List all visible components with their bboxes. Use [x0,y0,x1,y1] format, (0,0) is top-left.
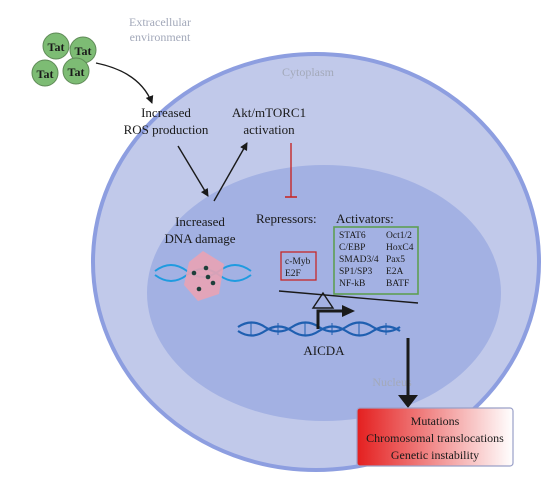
tat-particle-icon: Tat [69,36,97,64]
akt-label-line1: Akt/mTORC1 [232,105,306,120]
ros-to-dna-damage-arrow [177,145,209,197]
svg-text:Tat: Tat [37,67,54,81]
ros-label-line1: Increased [141,105,191,120]
svg-text:Tat: Tat [68,65,85,79]
extracellular-label: Extracellular [129,15,191,29]
activator-item: STAT6 [339,231,366,241]
activator-item: C/EBP [339,243,365,253]
tat-particle-icon: Tat [31,59,59,87]
tat-particle-icon: Tat [42,32,70,60]
tat-to-ros-arrow [95,62,154,104]
tat-particle-icon: Tat [62,57,90,85]
aicda-to-outcomes-arrowhead [398,395,418,408]
repressors-title: Repressors: [256,211,317,226]
aicda-gene-label: AICDA [303,343,345,358]
activators-box [333,226,419,295]
nucleus-label: Nucleus [372,375,412,389]
activator-item: SMAD3/4 [339,255,379,265]
nucleus [147,165,501,421]
activator-item: SP1/SP3 [339,267,373,277]
activator-item: Pax5 [386,255,405,265]
activators-title: Activators: [336,211,394,226]
cytoplasm-label: Cytoplasm [282,65,335,79]
activator-item: E2A [386,267,404,277]
repressor-item: E2F [285,269,301,279]
activator-item: Oct1/2 [386,231,412,241]
outcome-mutations: Mutations [411,414,460,428]
repressor-item: c-Myb [285,257,311,267]
outcomes-box [356,407,514,467]
svg-text:Tat: Tat [75,44,92,58]
dna-damage-to-akt-arrow [213,142,248,202]
ros-label-line2: ROS production [124,122,209,137]
inhibition-bar-icon [285,143,297,198]
activator-item: NF-kB [339,279,365,289]
promoter-arrow-icon [316,305,355,329]
outcome-translocations: Chromosomal translocations [366,431,504,445]
damaged-dna-icon [154,251,252,301]
regulation-balance-icon [278,290,419,309]
activator-item: BATF [386,279,409,289]
activator-item: HoxC4 [386,243,414,253]
svg-text:Tat: Tat [48,40,65,54]
repressors-box [280,251,317,281]
dna-damage-label-line1: Increased [175,214,225,229]
outcome-instability: Genetic instability [391,448,479,462]
environment-label: environment [130,30,191,44]
akt-label-line2: activation [243,122,295,137]
dna-damage-label-line2: DNA damage [164,231,235,246]
